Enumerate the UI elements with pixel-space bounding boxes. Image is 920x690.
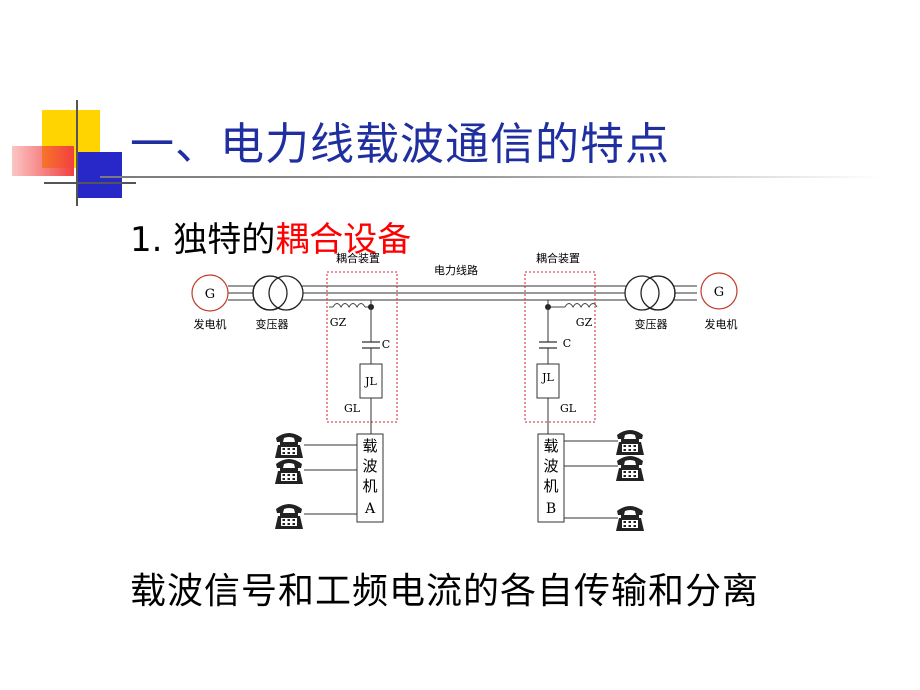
carrier-b-char-3: 机 bbox=[543, 477, 558, 495]
deco-red-block bbox=[12, 146, 74, 176]
c-right: C bbox=[563, 337, 571, 350]
generator-right-label: 发电机 bbox=[705, 317, 738, 331]
telephone-icon bbox=[616, 456, 644, 481]
telephone-icon bbox=[275, 433, 303, 458]
page-title: 一、电力线载波通信的特点 bbox=[130, 119, 670, 170]
gz-left: GZ bbox=[330, 316, 347, 329]
telephone-icon bbox=[616, 506, 644, 531]
subtitle-prefix: 独特的 bbox=[173, 220, 276, 260]
wave-trap-left bbox=[332, 303, 366, 309]
telephone-icon bbox=[275, 504, 303, 529]
carrier-a-char-2: 波 bbox=[362, 457, 377, 475]
telephone-icon bbox=[616, 430, 644, 455]
subtitle: 1. 独特的耦合设备 bbox=[130, 212, 411, 261]
gl-left: GL bbox=[344, 402, 361, 415]
gz-right: GZ bbox=[576, 316, 593, 329]
carrier-a-char-1: 载 bbox=[362, 437, 377, 455]
telephone-icon bbox=[275, 459, 303, 484]
coupling-box-left bbox=[326, 271, 398, 423]
carrier-a-char-3: 机 bbox=[362, 477, 377, 495]
transformer-left bbox=[252, 275, 304, 311]
generator-left-label: 发电机 bbox=[194, 317, 227, 331]
transformer-right-label: 变压器 bbox=[635, 317, 668, 331]
deco-vertical-line bbox=[76, 100, 78, 206]
coupling-label-right: 耦合装置 bbox=[536, 251, 580, 265]
gl-right: GL bbox=[560, 402, 577, 415]
c-left: C bbox=[382, 338, 390, 351]
carrier-a-char-4: A bbox=[364, 501, 376, 517]
carrier-b-char-2: 波 bbox=[543, 457, 558, 475]
coupling-label-left: 耦合装置 bbox=[336, 251, 380, 265]
coupling-box-right bbox=[524, 271, 596, 423]
generator-left-symbol: G bbox=[205, 287, 215, 302]
caption: 载波信号和工频电流的各自传输和分离 bbox=[130, 571, 760, 612]
deco-horizontal-line bbox=[44, 182, 136, 184]
subtitle-number: 1. bbox=[130, 220, 163, 260]
line-label: 电力线路 bbox=[434, 263, 478, 277]
jl-left: JL bbox=[364, 375, 377, 388]
generator-right-symbol: G bbox=[714, 285, 724, 300]
wave-trap-right bbox=[564, 303, 598, 309]
carrier-machine-b bbox=[537, 433, 565, 523]
subtitle-highlight: 耦合设备 bbox=[275, 220, 412, 260]
generator-left bbox=[191, 274, 229, 312]
jl-right: JL bbox=[541, 371, 554, 384]
generator-right bbox=[700, 272, 738, 310]
deco-blue-square bbox=[78, 152, 122, 198]
capacitor-left bbox=[362, 341, 380, 349]
carrier-b-char-4: B bbox=[546, 501, 556, 517]
transformer-right bbox=[624, 275, 676, 311]
title-divider bbox=[100, 176, 880, 178]
capacitor-right bbox=[539, 341, 557, 349]
carrier-machine-a bbox=[356, 433, 384, 523]
power-lines bbox=[228, 285, 697, 301]
carrier-b-char-1: 载 bbox=[543, 437, 558, 455]
transformer-left-label: 变压器 bbox=[256, 317, 289, 331]
